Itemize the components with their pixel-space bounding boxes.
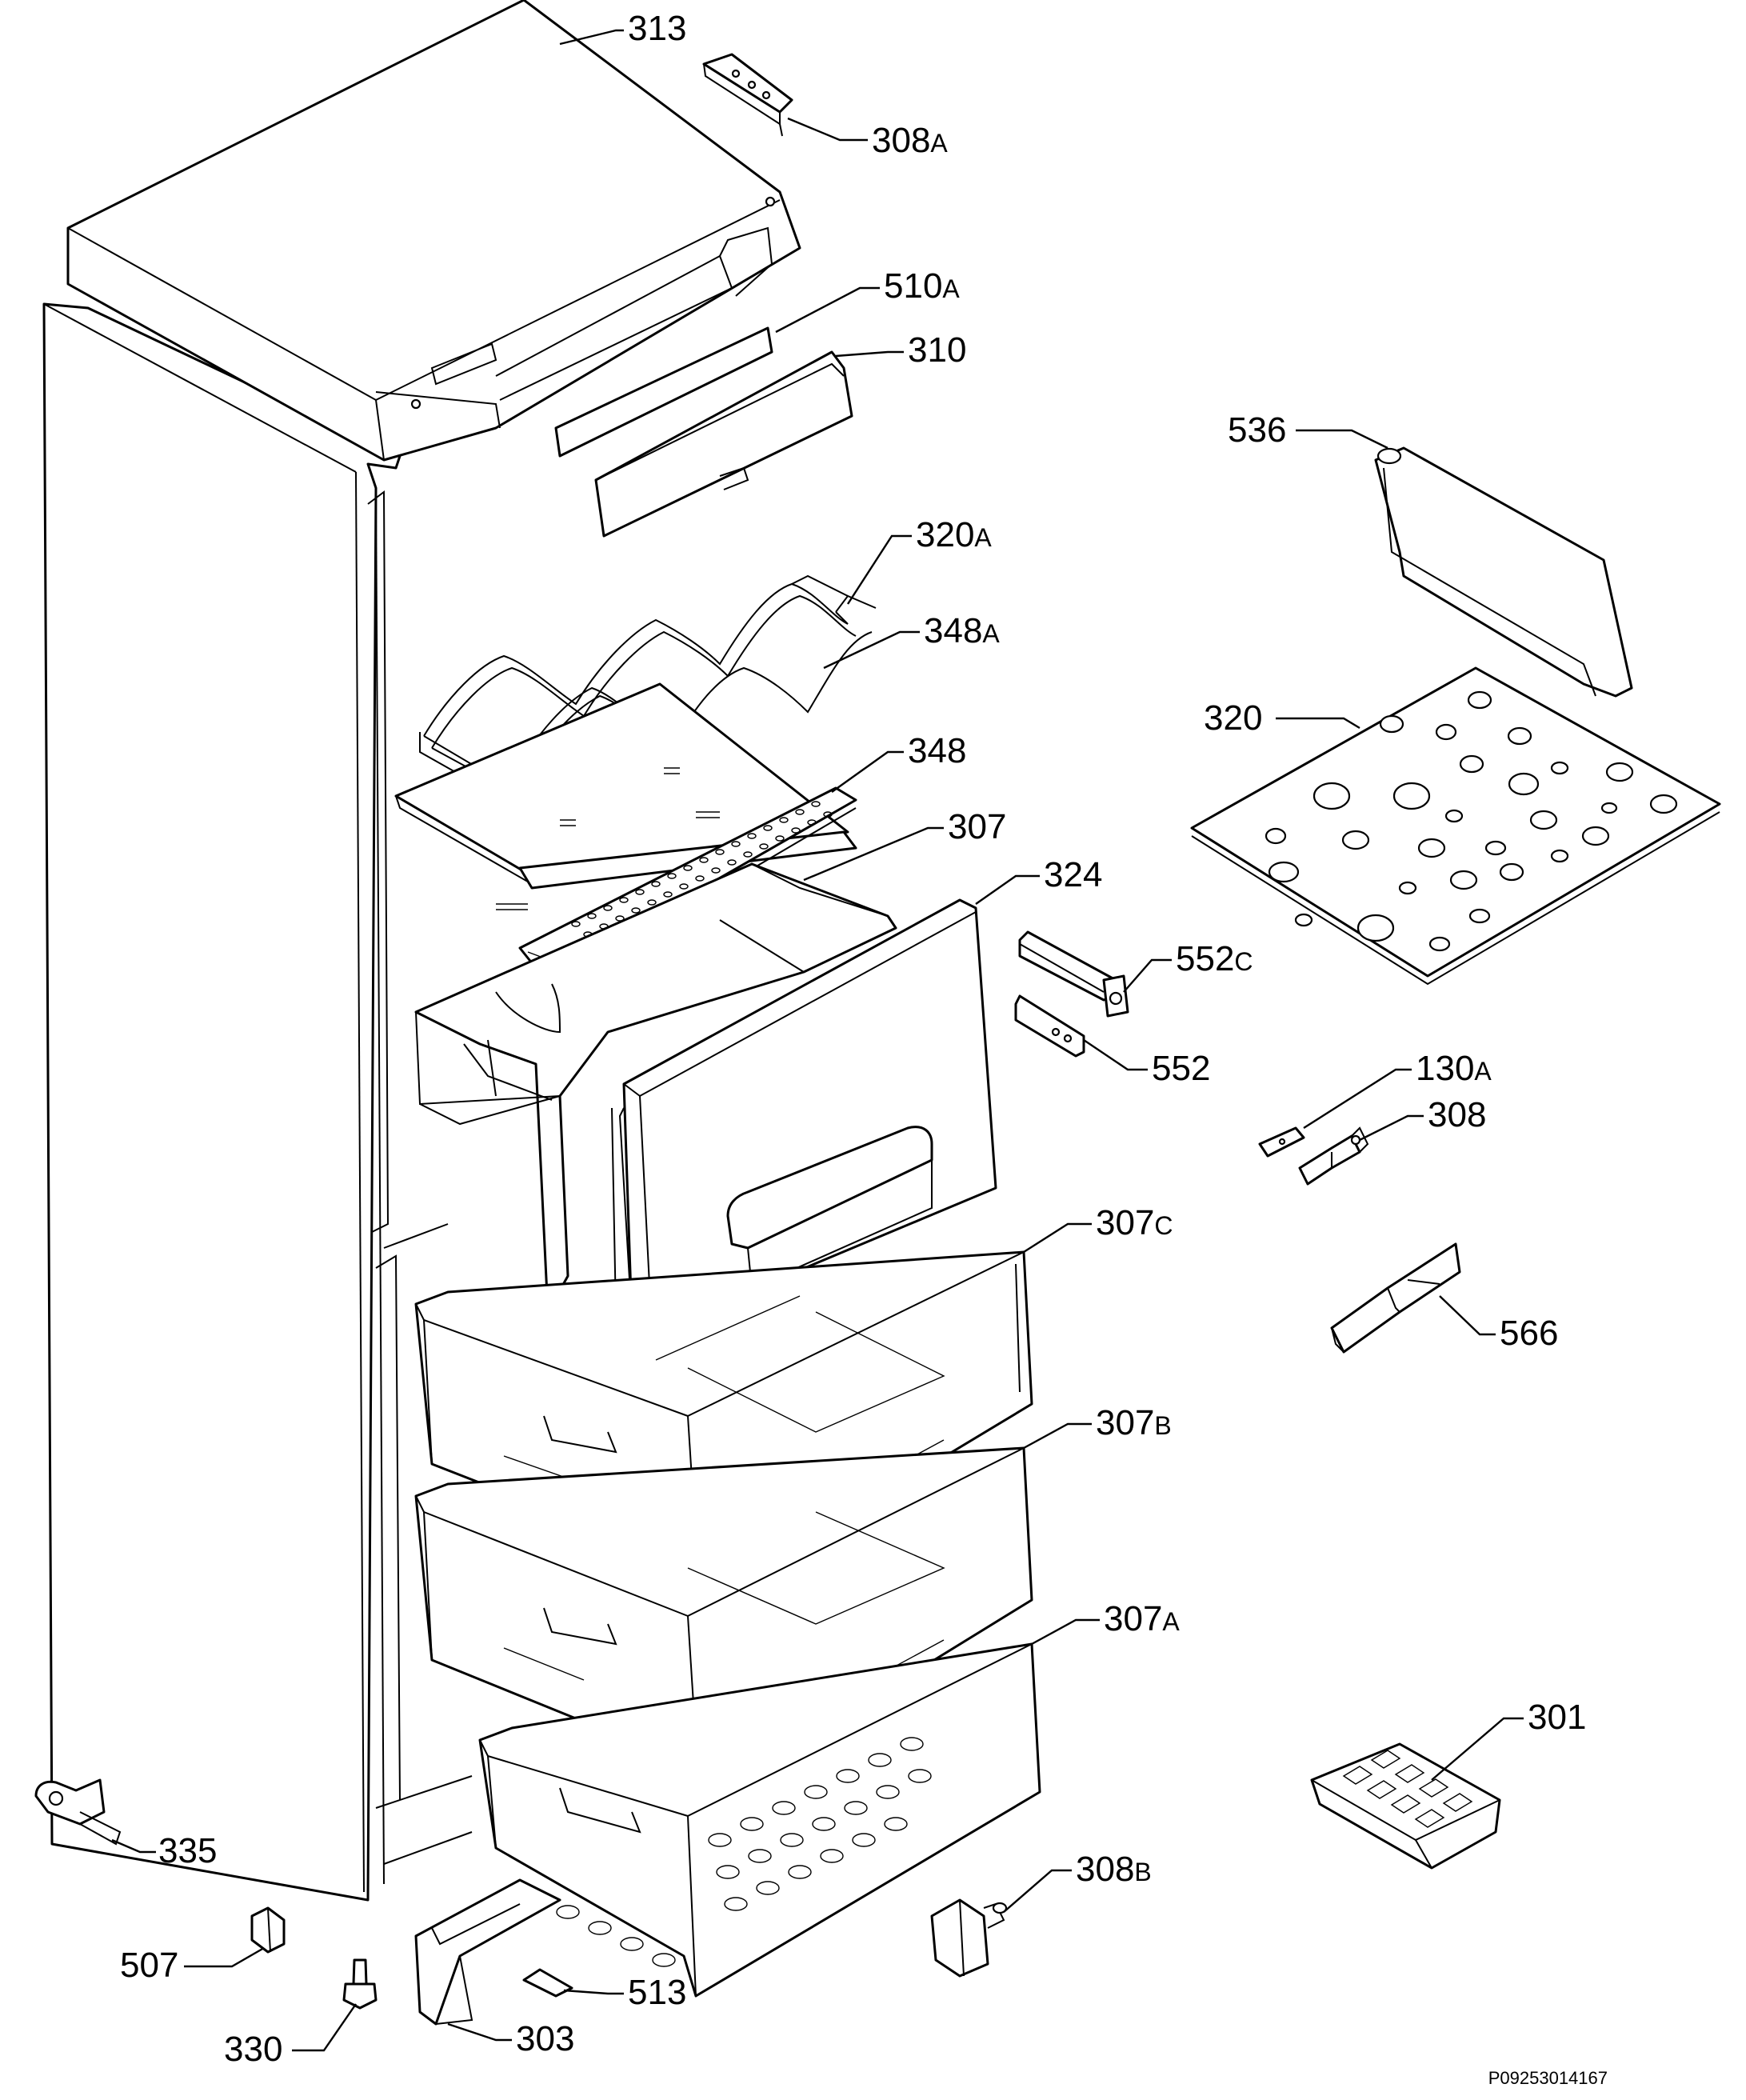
leader-513 <box>563 1989 624 1995</box>
drawer-runner-left <box>1018 930 1129 1018</box>
adjustable-foot <box>342 1958 378 2010</box>
leader-307b <box>1023 1422 1092 1450</box>
drawer-grid <box>556 1737 932 1967</box>
callout-308a: 308A <box>872 121 948 160</box>
leader-313 <box>559 29 624 46</box>
leader-507 <box>184 1946 265 1968</box>
leader-348a <box>823 630 920 670</box>
cabinet-body <box>42 302 473 1902</box>
leader-308a <box>787 117 868 142</box>
callout-513: 513 <box>628 1973 686 2012</box>
leader-566 <box>1439 1295 1496 1336</box>
callout-307b: 307B <box>1096 1403 1172 1442</box>
leader-335 <box>111 1838 156 1854</box>
callout-308b: 308B <box>1076 1850 1152 1889</box>
leader-308b <box>1003 1869 1072 1913</box>
callout-310: 310 <box>908 330 966 370</box>
trim-strip <box>554 326 773 458</box>
callout-348: 348 <box>908 731 966 770</box>
callout-552c: 552C <box>1176 939 1253 978</box>
handle-trim <box>594 350 853 538</box>
bracket <box>1330 1242 1461 1354</box>
callout-301: 301 <box>1528 1698 1586 1737</box>
plinth <box>414 1878 561 2026</box>
leader-348 <box>831 750 904 793</box>
leader-303 <box>447 2022 512 2042</box>
ice-tray <box>1310 1742 1501 1870</box>
callout-324: 324 <box>1044 855 1102 894</box>
drawer-runner <box>1014 994 1085 1058</box>
callout-330: 330 <box>224 2030 282 2069</box>
leader-552 <box>1083 1039 1148 1071</box>
callout-labels: 313 308A 510A 310 536 320A 348A 320 348 … <box>120 9 1586 2069</box>
hinge-clip <box>250 1906 286 1954</box>
door-clip <box>1258 1126 1305 1158</box>
ice-tray-cells <box>1342 1750 1473 1828</box>
callout-536: 536 <box>1228 410 1286 450</box>
callout-308: 308 <box>1428 1095 1486 1134</box>
callout-307a: 307A <box>1104 1599 1180 1638</box>
leader-324 <box>975 874 1040 905</box>
leader-330 <box>292 2003 357 2052</box>
callout-130a: 130A <box>1416 1049 1492 1088</box>
leader-307 <box>803 826 944 882</box>
small-cover <box>522 1968 573 1998</box>
callout-335: 335 <box>158 1831 217 1870</box>
callout-510a: 510A <box>884 266 960 306</box>
leader-130a <box>1303 1068 1412 1130</box>
leader-552c <box>1123 958 1172 993</box>
leader-320 <box>1276 717 1360 730</box>
callout-313: 313 <box>628 9 686 48</box>
leader-lines <box>111 29 1524 2052</box>
callout-307: 307 <box>948 807 1006 846</box>
bottom-hinge <box>930 1898 1008 1978</box>
leader-307a <box>1031 1618 1100 1646</box>
top-cover <box>66 0 801 462</box>
document-code: P09253014167 <box>1488 2068 1608 2088</box>
leader-320a <box>846 534 912 605</box>
leader-510a <box>775 286 880 334</box>
callout-303: 303 <box>516 2019 574 2058</box>
foot-bracket <box>34 1778 122 1846</box>
leader-301 <box>1431 1717 1524 1781</box>
leader-307c <box>1023 1222 1092 1254</box>
shelf-divider <box>1374 446 1633 698</box>
callout-348a: 348A <box>924 611 1000 650</box>
glass-shelf <box>1190 666 1721 986</box>
cover-perforations <box>571 801 833 938</box>
shelf-holes <box>1265 690 1678 952</box>
crisper-front <box>611 898 997 1334</box>
top-hinge <box>702 53 793 137</box>
callout-320: 320 <box>1204 698 1262 738</box>
callout-320a: 320A <box>916 515 992 554</box>
leader-536 <box>1296 429 1388 450</box>
shelf-frame <box>394 682 857 890</box>
freezer-drawer-bottom <box>478 1642 1041 1998</box>
crisper-box <box>414 862 897 1314</box>
leader-310 <box>835 350 904 358</box>
callout-566: 566 <box>1500 1314 1558 1353</box>
middle-hinge <box>1298 1126 1369 1186</box>
leader-308 <box>1359 1114 1424 1142</box>
callout-507: 507 <box>120 1946 178 1985</box>
callout-307c: 307C <box>1096 1203 1173 1242</box>
callout-552: 552 <box>1152 1049 1210 1088</box>
